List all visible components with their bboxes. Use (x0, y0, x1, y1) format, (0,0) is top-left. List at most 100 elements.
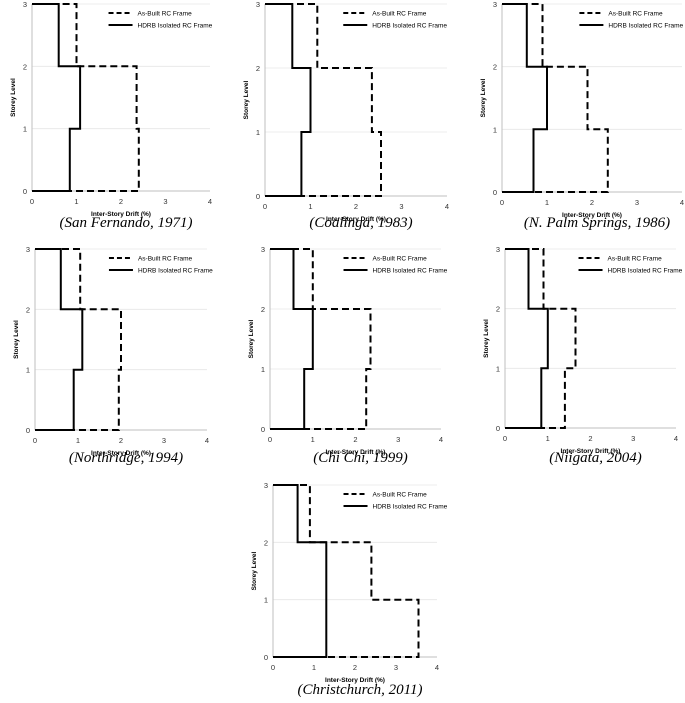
y-tick-label: 3 (26, 245, 30, 254)
y-tick-label: 2 (496, 305, 500, 314)
x-tick-label: 0 (268, 435, 272, 444)
x-tick-label: 2 (119, 436, 123, 445)
y-tick-label: 3 (23, 0, 27, 9)
y-tick-label: 1 (496, 364, 500, 373)
x-tick-label: 3 (394, 663, 398, 672)
legend-label: HDRB Isolated RC Frame (372, 23, 447, 30)
x-tick-label: 4 (208, 197, 212, 206)
y-tick-label: 0 (496, 424, 500, 433)
y-axis-label: Storey Level (248, 319, 255, 358)
x-tick-label: 0 (33, 436, 37, 445)
y-tick-label: 0 (26, 426, 30, 435)
x-axis-label: Inter-Story Drift (%) (91, 450, 151, 457)
x-tick-label: 2 (588, 434, 592, 443)
series-line-as-built (502, 3, 609, 193)
y-axis-label: Storey Level (483, 319, 490, 358)
x-tick-label: 3 (396, 435, 400, 444)
y-axis-label: Storey Level (243, 80, 250, 119)
series-line-as-built (273, 484, 420, 658)
y-tick-label: 2 (493, 63, 497, 72)
x-tick-label: 0 (263, 202, 267, 211)
legend-label: HDRB Isolated RC Frame (373, 268, 448, 275)
legend-label: As-Built RC Frame (138, 11, 193, 18)
y-tick-label: 0 (256, 192, 260, 201)
chart-caption: (Niigata, 2004) (549, 450, 642, 466)
x-tick-label: 4 (205, 436, 209, 445)
chart-caption: (Chi Chi, 1999) (313, 450, 408, 466)
x-tick-label: 2 (353, 435, 357, 444)
series-line-hdrb (270, 248, 314, 430)
x-tick-label: 1 (545, 198, 549, 207)
legend-label: As-Built RC Frame (138, 256, 193, 263)
series-line-hdrb (505, 248, 549, 429)
x-axis-label: Inter-Story Drift (%) (326, 449, 386, 456)
x-tick-label: 0 (271, 663, 275, 672)
x-tick-label: 3 (399, 202, 403, 211)
x-tick-label: 3 (635, 198, 639, 207)
chart-caption: (Northridge, 1994) (68, 450, 184, 466)
x-tick-label: 0 (500, 198, 504, 207)
series-line-hdrb (35, 248, 84, 431)
y-axis-label: Storey Level (10, 78, 17, 117)
y-tick-label: 1 (256, 128, 260, 137)
y-tick-label: 0 (261, 425, 265, 434)
x-axis-label: Inter-Story Drift (%) (91, 211, 151, 218)
series-line-hdrb (502, 3, 548, 193)
y-tick-label: 1 (261, 365, 265, 374)
legend-label: As-Built RC Frame (373, 492, 428, 499)
x-axis-label: Inter-Story Drift (%) (325, 677, 385, 684)
x-tick-label: 3 (631, 434, 635, 443)
x-tick-label: 4 (439, 435, 443, 444)
x-tick-label: 1 (74, 197, 78, 206)
y-tick-label: 3 (264, 481, 268, 490)
series-line-hdrb (273, 484, 328, 658)
y-axis-label: Storey Level (13, 320, 20, 359)
x-tick-label: 4 (445, 202, 449, 211)
x-tick-label: 3 (162, 436, 166, 445)
series-line-as-built (265, 3, 382, 197)
y-tick-label: 1 (23, 125, 27, 134)
series-line-as-built (505, 248, 577, 429)
x-axis-label: Inter-Story Drift (%) (326, 216, 386, 223)
y-tick-label: 1 (493, 125, 497, 134)
chart-caption: (San Fernando, 1971) (59, 215, 193, 231)
legend-label: As-Built RC Frame (373, 256, 428, 263)
x-tick-label: 0 (503, 434, 507, 443)
y-tick-label: 2 (23, 62, 27, 71)
legend-label: HDRB Isolated RC Frame (138, 23, 213, 30)
x-tick-label: 2 (590, 198, 594, 207)
y-tick-label: 1 (264, 596, 268, 605)
legend-label: HDRB Isolated RC Frame (608, 23, 683, 30)
y-tick-label: 3 (261, 245, 265, 254)
y-tick-label: 3 (256, 0, 260, 9)
legend-label: HDRB Isolated RC Frame (373, 504, 448, 511)
y-tick-label: 0 (493, 188, 497, 197)
series-line-as-built (32, 3, 140, 192)
x-tick-label: 1 (546, 434, 550, 443)
x-tick-label: 3 (163, 197, 167, 206)
y-tick-label: 2 (261, 305, 265, 314)
x-tick-label: 4 (674, 434, 678, 443)
y-tick-label: 2 (26, 305, 30, 314)
chart-caption: (Coalinga, 1983) (309, 215, 413, 231)
series-line-as-built (270, 248, 372, 430)
y-tick-label: 3 (496, 245, 500, 254)
x-tick-label: 2 (353, 663, 357, 672)
y-axis-label: Storey Level (251, 551, 258, 590)
y-tick-label: 0 (23, 187, 27, 196)
y-tick-label: 0 (264, 653, 268, 662)
x-tick-label: 1 (76, 436, 80, 445)
legend-label: HDRB Isolated RC Frame (608, 268, 683, 275)
x-tick-label: 2 (119, 197, 123, 206)
y-tick-label: 1 (26, 366, 30, 375)
chart-caption: (N. Palm Springs, 1986) (523, 215, 671, 231)
x-tick-label: 4 (435, 663, 439, 672)
series-line-hdrb (32, 3, 82, 192)
legend-label: As-Built RC Frame (372, 11, 427, 18)
